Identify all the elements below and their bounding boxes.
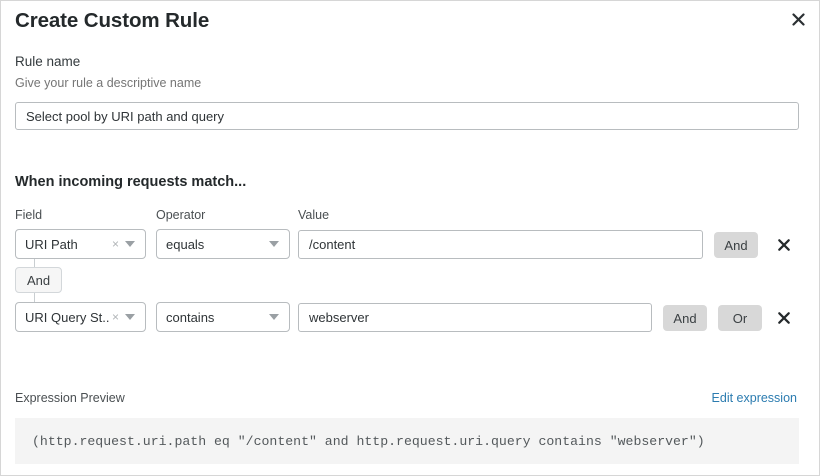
delete-icon-row-1 — [778, 239, 790, 251]
column-header-field: Field — [15, 208, 43, 222]
page-title: Create Custom Rule — [15, 9, 210, 32]
or-button-label-row-2: Or — [732, 310, 748, 326]
and-button-row-1[interactable]: And — [714, 232, 758, 258]
chevron-down-icon-field-row-2 — [125, 314, 135, 320]
edit-expression-link[interactable]: Edit expression — [711, 391, 797, 405]
rule-name-input[interactable] — [15, 102, 799, 130]
field-select-row-2[interactable]: URI Query St... × — [15, 302, 146, 332]
rule-name-label: Rule name — [15, 54, 81, 69]
and-button-row-2[interactable]: And — [663, 305, 707, 331]
operator-select-value-row-2: contains — [166, 309, 215, 325]
operator-select-row-1[interactable]: equals — [156, 229, 290, 259]
field-select-row-1[interactable]: URI Path × — [15, 229, 146, 259]
delete-icon-row-2 — [778, 312, 790, 324]
value-input-row-2[interactable] — [298, 303, 652, 332]
close-icon[interactable] — [785, 6, 811, 32]
chevron-down-icon-field-row-1 — [125, 241, 135, 247]
delete-row-button-row-1[interactable] — [774, 234, 794, 256]
conditions-heading: When incoming requests match... — [15, 174, 247, 190]
column-header-operator: Operator — [156, 208, 206, 222]
and-button-label-row-1: And — [724, 237, 748, 253]
connector-and-label: And — [27, 272, 51, 288]
connector-and-chip[interactable]: And — [15, 267, 63, 293]
close-glyph — [791, 12, 805, 26]
value-input-row-1[interactable] — [298, 230, 703, 259]
and-button-label-row-2: And — [673, 310, 697, 326]
expression-preview-label: Expression Preview — [15, 391, 125, 405]
expression-preview-code: (http.request.uri.path eq "/content" and… — [32, 433, 705, 449]
rule-name-hint: Give your rule a descriptive name — [15, 76, 202, 90]
chevron-down-icon-operator-row-2 — [269, 314, 279, 320]
expression-preview-box: (http.request.uri.path eq "/content" and… — [15, 418, 799, 464]
field-select-value-row-2: URI Query St... — [25, 309, 110, 325]
clear-icon-row-2[interactable]: × — [111, 310, 119, 324]
operator-select-row-2[interactable]: contains — [156, 302, 290, 332]
column-header-value: Value — [298, 208, 330, 222]
operator-select-value-row-1: equals — [166, 236, 205, 252]
field-select-value-row-1: URI Path — [25, 236, 78, 252]
or-button-row-2[interactable]: Or — [718, 305, 762, 331]
chevron-down-icon-operator-row-1 — [269, 241, 279, 247]
clear-icon-row-1[interactable]: × — [111, 237, 119, 251]
delete-row-button-row-2[interactable] — [774, 307, 794, 329]
